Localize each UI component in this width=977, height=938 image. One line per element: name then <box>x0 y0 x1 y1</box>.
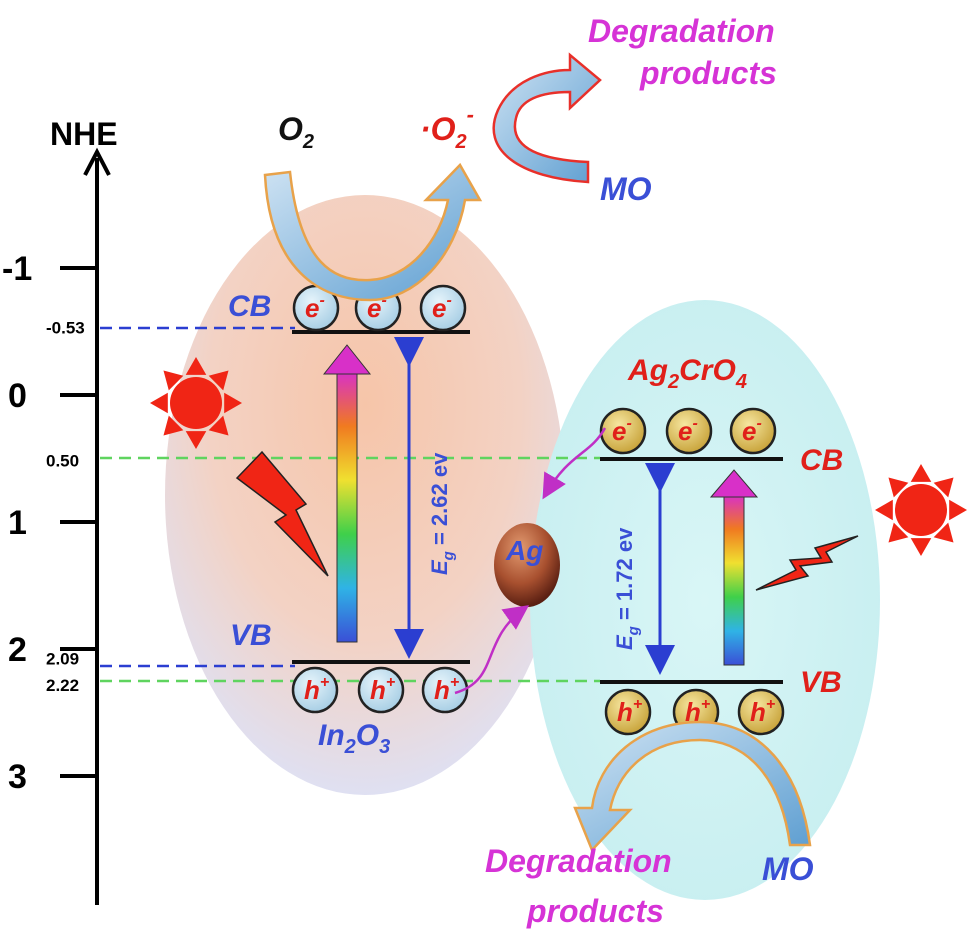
svg-text:e-: e- <box>678 415 698 446</box>
ag2cro4-hole: h+ <box>737 688 785 736</box>
lightning-icon-right <box>755 535 859 591</box>
superoxide-label: ·O2- <box>420 102 474 153</box>
sun-icon-left <box>150 357 242 449</box>
axis-major-tick-label: 2 <box>8 631 27 669</box>
products-label-top-line1: Degradation <box>588 13 775 49</box>
svg-text:e-: e- <box>742 415 762 446</box>
ag2cro4-vb-label: VB <box>800 666 842 699</box>
axis-potential-label: 2.22 <box>46 676 79 695</box>
ag2cro4-bandgap-label: Eg = 1.72 ev <box>612 527 642 650</box>
mo-label-bottom: MO <box>762 851 814 887</box>
in2o3-electron: e- <box>419 284 467 332</box>
svg-text:e-: e- <box>612 415 632 446</box>
lightning-icon-left <box>235 450 329 577</box>
ag2cro4-cb-label: CB <box>800 444 843 477</box>
o2-reduction-curved-arrow <box>263 162 483 302</box>
in2o3-hole: h+ <box>421 666 469 714</box>
axis-major-tick-label: 1 <box>8 504 27 542</box>
in2o3-bandgap-label: Eg = 2.62 ev <box>427 452 457 575</box>
products-label-top-line2: products <box>639 55 777 91</box>
svg-text:e-: e- <box>432 292 452 323</box>
nhe-axis-title: NHE <box>50 116 118 152</box>
axis-major-tick-label: 3 <box>8 758 27 796</box>
mo-degradation-curved-arrow-top <box>492 52 602 184</box>
axis-major-tick-label: -1 <box>2 250 32 288</box>
svg-text:h+: h+ <box>304 674 329 705</box>
in2o3-excitation-arrow-head <box>322 344 372 375</box>
ag-mediator-ball <box>494 523 560 607</box>
ag2cro4-name: Ag2CrO4 <box>627 354 747 393</box>
axis-major-tick-label: 0 <box>8 377 27 415</box>
ag2cro4-electron: e- <box>665 407 713 455</box>
in2o3-cb-label: CB <box>228 290 271 323</box>
in2o3-excitation-arrow-shaft <box>336 371 358 643</box>
svg-text:e-: e- <box>305 292 325 323</box>
svg-text:h+: h+ <box>617 696 642 727</box>
axis-potential-label: 2.09 <box>46 649 79 668</box>
ag2cro4-electron-to-ag-arrow <box>542 427 607 500</box>
in2o3-vb-label: VB <box>230 619 272 652</box>
in2o3-electron: e- <box>292 284 340 332</box>
ag2cro4-electron: e- <box>599 407 647 455</box>
ag2cro4-hole: h+ <box>604 688 652 736</box>
o2-label: O2 <box>278 111 314 153</box>
in2o3-name: In2O3 <box>318 719 390 758</box>
svg-text:h+: h+ <box>750 696 775 727</box>
products-label-bottom-line1: Degradation <box>485 843 672 879</box>
in2o3-hole: h+ <box>357 666 405 714</box>
svg-text:h+: h+ <box>370 674 395 705</box>
sun-icon-right <box>875 464 967 556</box>
ag-mediator-label: Ag <box>505 535 543 566</box>
ag2cro4-electron: e- <box>729 407 777 455</box>
products-label-bottom-line2: products <box>526 893 664 929</box>
in2o3-hole: h+ <box>291 666 339 714</box>
ag2cro4-excitation-arrow-shaft <box>723 494 745 666</box>
nhe-axis-arrowhead <box>83 147 111 176</box>
in2o3-ellipse <box>165 195 565 795</box>
svg-text:h+: h+ <box>434 674 459 705</box>
mo-degradation-curved-arrow-bottom <box>573 720 812 853</box>
ag2cro4-excitation-arrow-head <box>709 469 759 498</box>
mo-label-top: MO <box>600 171 652 207</box>
axis-potential-label: 0.50 <box>46 452 79 471</box>
axis-potential-label: -0.53 <box>46 319 85 338</box>
ag-to-in2o3-hole-arrow <box>454 605 530 695</box>
svg-text:h+: h+ <box>685 696 710 727</box>
